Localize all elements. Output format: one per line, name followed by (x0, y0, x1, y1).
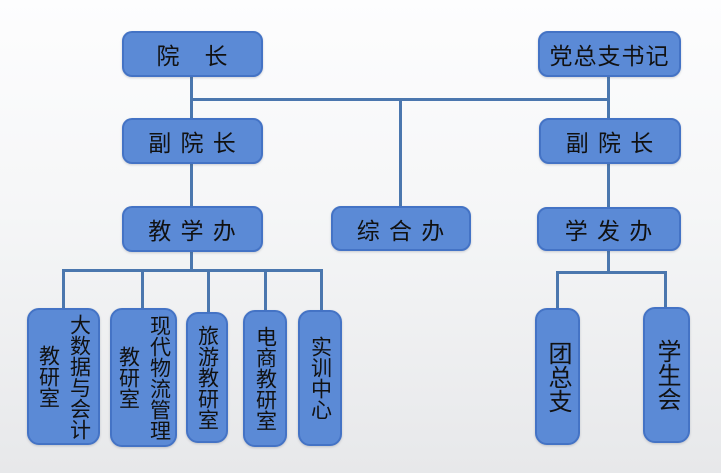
connector-drop-big-data (62, 271, 65, 311)
node-big-data-accounting: 大数据与会计 教研室 (27, 308, 100, 445)
connector-teaching-branch-horizontal (62, 269, 323, 272)
node-modern-logistics-label: 现代物流管理 教研室 (116, 314, 172, 441)
connector-drop-tourism (207, 271, 210, 315)
node-dean-label: 院 长 (156, 44, 229, 70)
node-student-union: 学生会 (643, 307, 690, 443)
node-student-union-label: 学生会 (653, 339, 681, 411)
node-youth-league-label: 团总支 (544, 340, 572, 413)
connector-party-secretary-down (607, 77, 610, 119)
node-ecommerce-teaching: 电商教研室 (243, 310, 287, 447)
connector-drop-ecommerce (264, 271, 267, 313)
connector-general-office-drop (399, 100, 402, 206)
node-tourism-teaching-label: 旅游教研室 (195, 325, 220, 430)
node-ecommerce-teaching-label: 电商教研室 (253, 326, 278, 431)
node-youth-league: 团总支 (535, 308, 580, 445)
node-modern-logistics: 现代物流管理 教研室 (110, 308, 177, 447)
connector-vice-dean-right-down (607, 164, 610, 208)
node-big-data-accounting-label: 大数据与会计 教研室 (36, 313, 92, 440)
node-tourism-teaching: 旅游教研室 (186, 312, 228, 443)
connector-drop-youth-league (556, 273, 559, 311)
node-vice-dean-right-label: 副 院 长 (565, 131, 655, 157)
connector-main-horizontal (190, 98, 610, 101)
connector-right-branch-horizontal (556, 271, 667, 274)
node-training-center: 实训中心 (298, 310, 342, 446)
connector-drop-logistics (141, 271, 144, 311)
node-party-secretary: 党总支书记 (538, 31, 681, 77)
node-vice-dean-right: 副 院 长 (539, 118, 681, 164)
node-vice-dean-left: 副 院 长 (122, 118, 263, 164)
node-general-office: 综 合 办 (331, 206, 471, 251)
node-student-dev-office-label: 学 发 办 (564, 219, 654, 245)
node-general-office-label: 综 合 办 (356, 218, 446, 245)
node-vice-dean-left-label: 副 院 长 (148, 131, 237, 157)
connector-teaching-office-stub (190, 251, 193, 271)
connector-drop-student-union (664, 273, 667, 310)
connector-drop-training (320, 271, 323, 313)
node-student-dev-office: 学 发 办 (537, 207, 681, 251)
connector-student-dev-stub (607, 251, 610, 273)
node-party-secretary-label: 党总支书记 (549, 44, 670, 70)
node-teaching-office-label: 教 学 办 (148, 219, 237, 245)
node-dean: 院 长 (122, 31, 263, 77)
node-teaching-office: 教 学 办 (122, 206, 263, 252)
connector-vice-dean-left-down (190, 164, 193, 207)
node-training-center-label: 实训中心 (308, 336, 333, 420)
